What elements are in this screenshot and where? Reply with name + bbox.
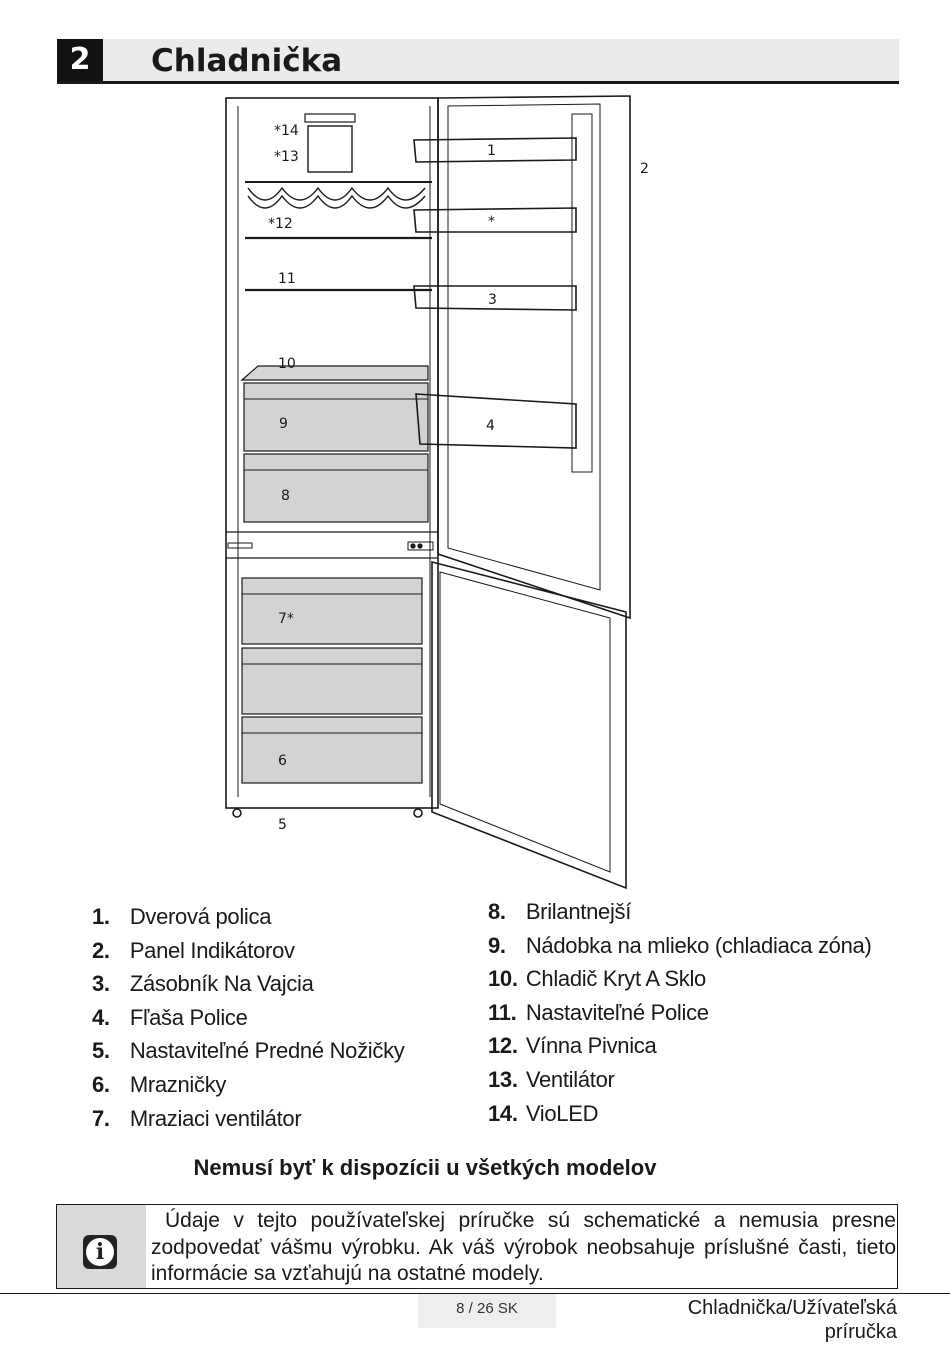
callout-8: 8 xyxy=(281,488,290,504)
callout-9: 9 xyxy=(279,416,288,432)
callout-10: 10 xyxy=(278,356,296,372)
callout-13: *13 xyxy=(274,149,299,165)
legend-item: 2. Panel Indikátorov xyxy=(92,937,295,963)
freezer-door xyxy=(431,560,627,890)
legend-left: 1. Dverová polica 2. Panel Indikátorov 3… xyxy=(92,900,472,1135)
legend-item: 14. VioLED xyxy=(488,1100,599,1126)
refrigerator-drawing: *14 *13 *12 11 10 9 8 7* 6 5 1 2 * 3 4 xyxy=(225,95,649,890)
footer-title: Chladnička/Užívateľská príručka xyxy=(687,1297,897,1343)
legend-item: 9. Nádobka na mlieko (chladiaca zóna) xyxy=(488,932,872,958)
section-header: 2 Chladnička xyxy=(57,39,899,84)
availability-note: Nemusí byť k dispozícii u všetkých model… xyxy=(193,1155,657,1180)
section-title: Chladnička xyxy=(151,43,343,79)
callout-12: *12 xyxy=(268,216,293,232)
callout-star: * xyxy=(488,214,495,230)
legend-item: 3. Zásobník Na Vajcia xyxy=(92,971,314,997)
callout-7: 7* xyxy=(278,611,294,627)
legend-item: 7. Mraziaci ventilátor xyxy=(92,1105,302,1131)
callout-1: 1 xyxy=(487,143,496,159)
callout-6: 6 xyxy=(278,753,287,769)
info-icon xyxy=(83,1235,117,1269)
callout-11: 11 xyxy=(278,271,296,287)
callout-2: 2 xyxy=(640,161,649,177)
callout-3: 3 xyxy=(488,292,497,308)
legend-right: 8. Brilantnejší 9. Nádobka na mlieko (ch… xyxy=(488,895,908,1130)
info-box: Údaje v tejto používateľskej príručke sú… xyxy=(56,1204,898,1289)
section-number: 2 xyxy=(57,39,103,81)
footer-divider xyxy=(0,1293,950,1294)
legend-item: 6. Mrazničky xyxy=(92,1071,227,1097)
info-icon-cell xyxy=(57,1205,146,1288)
legend-item: 1. Dverová polica xyxy=(92,904,272,929)
callout-5: 5 xyxy=(278,817,287,833)
callout-4: 4 xyxy=(486,418,495,434)
legend-item: 8. Brilantnejší xyxy=(488,899,632,924)
legend-item: 10. Chladič Kryt A Sklo xyxy=(488,966,706,992)
legend-item: 13. Ventilátor xyxy=(488,1066,615,1092)
page-number: 8 / 26 SK xyxy=(418,1294,556,1328)
legend-item: 12. Vínna Pivnica xyxy=(488,1033,657,1059)
fridge-door xyxy=(437,95,631,620)
callout-14: *14 xyxy=(274,123,299,139)
legend-item: 5. Nastaviteľné Predné Nožičky xyxy=(92,1038,405,1064)
info-text: Údaje v tejto používateľskej príručke sú… xyxy=(151,1209,896,1285)
refrigerator-diagram: *14 *13 *12 11 10 9 8 7* 6 5 1 2 * 3 4 xyxy=(220,92,670,892)
legend-item: 11. Nastaviteľné Police xyxy=(488,999,709,1025)
legend-item: 4. Fľaša Police xyxy=(92,1004,248,1030)
